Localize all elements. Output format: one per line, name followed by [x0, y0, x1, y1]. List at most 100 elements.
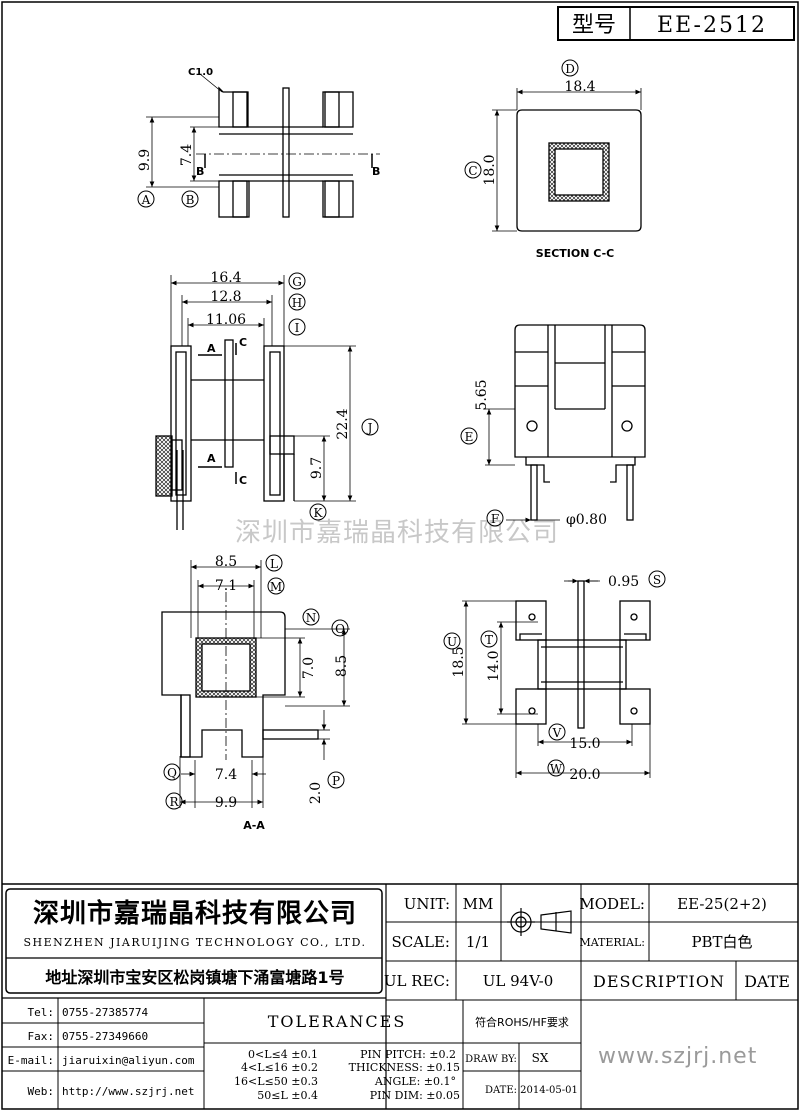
label-K: K	[309, 503, 327, 521]
svg-text:C: C	[468, 164, 477, 178]
date-label: DATE:	[485, 1085, 517, 1096]
svg-text:P: P	[332, 774, 340, 788]
chamfer-label: C1.0	[188, 67, 213, 78]
svg-text:J: J	[366, 421, 373, 435]
label-C: C	[464, 161, 482, 179]
svg-text:E: E	[465, 430, 474, 444]
svg-text:H: H	[292, 296, 302, 310]
web-value: http://www.szjrj.net	[62, 1085, 194, 1098]
tol-range-3: 16<L≤50 ±0.3	[234, 1075, 318, 1088]
scale-value: 1/1	[466, 933, 490, 951]
label-L: L	[265, 554, 283, 572]
site-watermark: www.szjrj.net	[598, 1044, 758, 1069]
dim-7-0: 7.0	[301, 657, 317, 679]
svg-text:V: V	[552, 726, 562, 740]
date-value: 2014-05-01	[520, 1085, 578, 1096]
section-a-a-view	[161, 560, 350, 808]
dim-7-4-bottom: 7.4	[215, 767, 237, 783]
draw-by-value: SX	[532, 1051, 549, 1065]
web-label: Web:	[28, 1085, 55, 1098]
dim-15-0: 15.0	[569, 736, 600, 752]
company-name-en: SHENZHEN JIARUIJING TECHNOLOGY CO., LTD.	[23, 936, 366, 949]
label-W: W	[547, 759, 565, 777]
projection-symbol-icon	[507, 908, 572, 936]
dim-20-0: 20.0	[569, 767, 600, 783]
section-c-c-label: SECTION C-C	[536, 247, 614, 260]
tol-angle: ANGLE: ±0.1°	[374, 1075, 456, 1088]
dim-18-0: 18.0	[482, 154, 498, 185]
svg-text:K: K	[314, 506, 324, 520]
section-mark-b-left: B	[196, 165, 204, 178]
material-value: PBT白色	[691, 933, 752, 951]
tol-pin-dim: PIN DIM: ±0.05	[370, 1089, 460, 1102]
label-T: T	[480, 630, 498, 648]
svg-text:Q: Q	[167, 766, 177, 780]
a-a-label: A-A	[243, 819, 265, 832]
dim-5-65: 5.65	[474, 379, 490, 410]
model-label: MODEL:	[579, 895, 645, 913]
section-mark-a-top: A	[207, 342, 216, 355]
tol-range-4: 50≤L ±0.4	[257, 1089, 318, 1102]
rear-view	[485, 324, 646, 523]
svg-text:I: I	[295, 321, 300, 335]
svg-text:F: F	[491, 512, 499, 526]
svg-text:U: U	[447, 635, 457, 649]
label-J: J	[361, 418, 379, 436]
svg-text:N: N	[306, 611, 317, 625]
label-F: F	[486, 509, 504, 527]
label-Q: Q	[163, 763, 181, 781]
label-O: O	[331, 619, 349, 637]
dim-7-1: 7.1	[215, 578, 237, 594]
tel-label: Tel:	[28, 1006, 55, 1019]
dim-9-7: 9.7	[309, 457, 325, 479]
company-name-cn: 深圳市嘉瑞晶科技有限公司	[33, 898, 357, 929]
label-M: M	[267, 577, 285, 595]
label-A: A	[137, 190, 155, 208]
tol-thickness: THICKNESS: ±0.15	[349, 1061, 460, 1074]
draw-by-label: DRAW BY:	[465, 1054, 517, 1065]
unit-value: MM	[463, 895, 494, 913]
dim-pin-diameter: φ0.80	[566, 512, 607, 528]
label-B: B	[181, 190, 199, 208]
svg-text:G: G	[292, 275, 302, 289]
dim-0-95: 0.95	[608, 574, 639, 590]
svg-text:W: W	[550, 762, 563, 776]
svg-text:D: D	[565, 62, 575, 76]
scale-label: SCALE:	[391, 933, 450, 951]
svg-text:A: A	[141, 193, 151, 207]
tolerances-title: TOLERANCES	[268, 1012, 407, 1031]
description-label: DESCRIPTION	[593, 972, 725, 991]
tol-range-2: 4<L≤16 ±0.2	[241, 1061, 318, 1074]
date-header: DATE	[744, 972, 790, 991]
label-N: N	[302, 608, 320, 626]
ulrec-value: UL 94V-0	[483, 972, 554, 990]
svg-text:O: O	[335, 622, 345, 636]
label-P: P	[327, 771, 345, 789]
dim-8-5-right: 8.5	[334, 655, 350, 677]
label-S: S	[648, 570, 666, 588]
dim-9-9-bottom: 9.9	[215, 795, 237, 811]
section-mark-a-bottom: A	[207, 452, 216, 465]
section-mark-c-bottom: C	[239, 474, 247, 487]
dim-22-4: 22.4	[335, 408, 351, 439]
dim-8-5-top: 8.5	[215, 554, 237, 570]
svg-text:R: R	[169, 795, 179, 809]
tol-pin-pitch: PIN PITCH: ±0.2	[360, 1048, 456, 1061]
dim-11-06: 11.06	[206, 312, 246, 328]
model-value: EE-25(2+2)	[677, 895, 767, 913]
dim-18-5: 18.5	[451, 646, 467, 677]
email-label: E-mail:	[8, 1054, 54, 1067]
label-E: E	[460, 427, 478, 445]
front-view	[155, 275, 356, 530]
label-U: U	[443, 632, 461, 650]
dim-9-9-side: 9.9	[137, 149, 153, 171]
dim-18-4: 18.4	[564, 79, 595, 95]
fax-value: 0755-27349660	[62, 1030, 148, 1043]
email-value: jiaruixin@aliyun.com	[62, 1054, 195, 1067]
ulrec-label: UL REC:	[384, 972, 450, 990]
title-block-lines	[2, 883, 798, 1109]
fax-label: Fax:	[28, 1030, 55, 1043]
dim-14-0: 14.0	[486, 650, 502, 681]
label-V: V	[548, 723, 566, 741]
